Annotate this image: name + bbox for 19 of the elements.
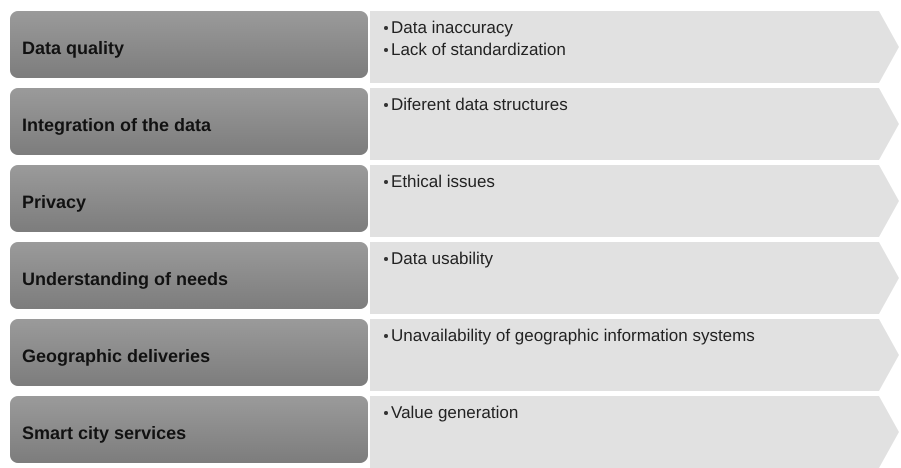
category-box	[10, 165, 368, 232]
category-box	[10, 396, 368, 463]
category-box	[10, 11, 368, 78]
category-label: Data quality	[22, 38, 124, 59]
category-label: Geographic deliveries	[22, 346, 210, 367]
category-box	[10, 319, 368, 386]
category-box	[10, 88, 368, 155]
bullet-text: Diferent data structures	[391, 94, 568, 116]
bullet-text: Lack of standardization	[391, 39, 566, 61]
category-label: Understanding of needs	[22, 269, 228, 290]
category-box	[10, 242, 368, 309]
bullet-text: Unavailability of geographic information systems	[391, 325, 755, 347]
bullet-text: Data inaccuracy	[391, 17, 513, 39]
category-label: Smart city services	[22, 423, 186, 444]
category-label: Integration of the data	[22, 115, 211, 136]
bullet-text: Ethical issues	[391, 171, 495, 193]
bullet-text: Data usability	[391, 248, 494, 270]
category-label: Privacy	[22, 192, 86, 213]
bullet-text: Value generation	[391, 402, 518, 424]
